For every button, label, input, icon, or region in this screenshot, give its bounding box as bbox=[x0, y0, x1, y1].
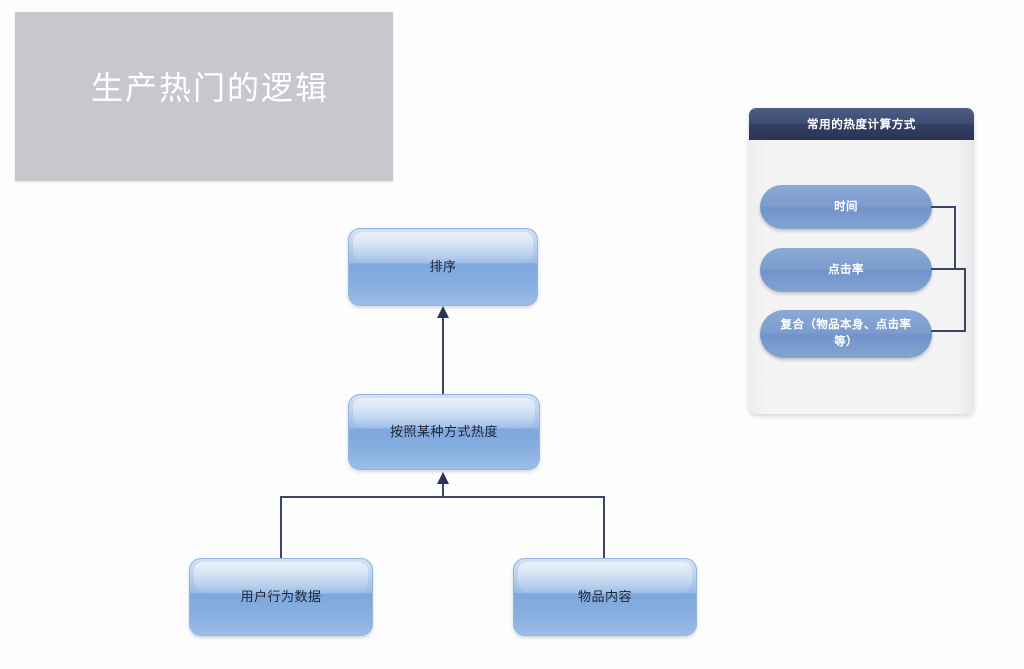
flow-node-heat-label: 按照某种方式热度 bbox=[389, 423, 498, 439]
panel-bracket-2-bottom bbox=[931, 330, 966, 332]
flow-node-behavior-label: 用户行为数据 bbox=[240, 588, 322, 604]
panel-header-title: 常用的热度计算方式 bbox=[807, 119, 916, 131]
page-title: 生产热门的逻辑 bbox=[91, 70, 330, 106]
connector-branch-bar bbox=[280, 496, 605, 498]
panel-item-mix-label: 复合（物品本身、点击率等） bbox=[780, 319, 912, 348]
connector-branch-stem bbox=[442, 484, 444, 498]
flow-node-item[interactable]: 物品内容 bbox=[513, 558, 697, 636]
panel-item-ctr-label: 点击率 bbox=[828, 263, 864, 276]
connector-branch-arrowhead bbox=[437, 472, 449, 484]
connector-branch-right-drop bbox=[603, 496, 605, 558]
panel-bracket-2-top bbox=[931, 268, 966, 270]
flow-node-behavior[interactable]: 用户行为数据 bbox=[189, 558, 373, 636]
panel-item-ctr[interactable]: 点击率 bbox=[760, 248, 932, 292]
title-block: 生产热门的逻辑 bbox=[15, 12, 393, 181]
flow-node-sort[interactable]: 排序 bbox=[348, 228, 538, 306]
connector-heat-to-sort-arrowhead bbox=[437, 306, 449, 318]
flow-node-item-label: 物品内容 bbox=[577, 588, 632, 604]
panel-header: 常用的热度计算方式 bbox=[749, 108, 974, 140]
panel-bracket-1-stem bbox=[954, 206, 956, 270]
flow-node-sort-label: 排序 bbox=[429, 258, 457, 274]
panel-bracket-2-stem bbox=[964, 268, 966, 332]
connector-branch-left-drop bbox=[280, 496, 282, 558]
panel-bracket-1-top bbox=[931, 206, 956, 208]
heat-methods-panel: 常用的热度计算方式 时间 点击率 复合（物品本身、点击率等） bbox=[749, 108, 974, 414]
panel-item-time[interactable]: 时间 bbox=[760, 185, 932, 229]
panel-body: 时间 点击率 复合（物品本身、点击率等） bbox=[749, 140, 974, 414]
flow-node-heat[interactable]: 按照某种方式热度 bbox=[348, 394, 540, 470]
panel-item-mix[interactable]: 复合（物品本身、点击率等） bbox=[760, 310, 932, 358]
connector-heat-to-sort-line bbox=[442, 318, 444, 396]
panel-item-time-label: 时间 bbox=[834, 200, 858, 213]
